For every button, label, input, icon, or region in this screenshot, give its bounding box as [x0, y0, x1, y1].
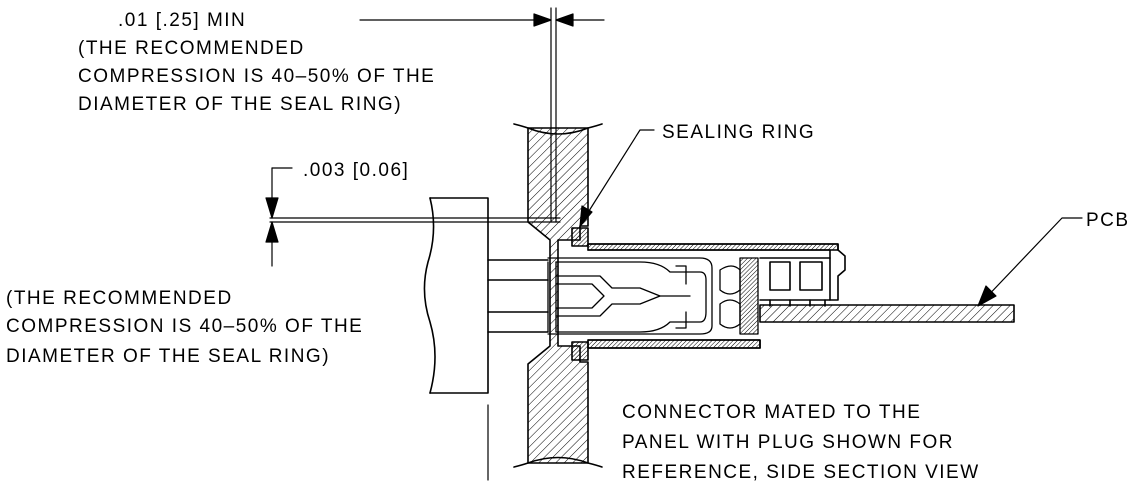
- compression-note-left-line-1: (THE RECOMMENDED: [6, 288, 233, 309]
- caption-line-1: CONNECTOR MATED TO THE: [622, 402, 921, 423]
- sealing-ring: [571, 227, 589, 361]
- caption-line-2: PANEL WITH PLUG SHOWN FOR: [622, 432, 954, 453]
- pcb-board: [759, 304, 1015, 323]
- annotation-text: .01 [.25] MIN (THE RECOMMENDED COMPRESSI…: [6, 10, 1130, 483]
- connector-housing: [587, 243, 846, 349]
- extension-lines: [269, 7, 561, 481]
- leader-sealing-ring: [579, 129, 655, 227]
- leader-pcb: [977, 217, 1083, 307]
- plug-outline: [423, 197, 549, 394]
- compression-note-top-line-2: COMPRESSION IS 40–50% OF THE: [78, 66, 435, 87]
- dimension-tolerance: [265, 167, 293, 267]
- caption-line-3: REFERENCE, SIDE SECTION VIEW: [622, 462, 980, 483]
- min-gap-label: .01 [.25] MIN: [118, 10, 246, 31]
- compression-note-left-line-3: DIAMETER OF THE SEAL RING): [6, 346, 330, 367]
- compression-note-top-line-3: DIAMETER OF THE SEAL RING): [78, 94, 402, 115]
- pcb-label: PCB: [1086, 210, 1130, 231]
- dimension-min-gap: [359, 13, 605, 27]
- sealing-ring-label: SEALING RING: [662, 122, 815, 143]
- compression-note-left-line-2: COMPRESSION IS 40–50% OF THE: [6, 316, 363, 337]
- mated-plug: [547, 257, 759, 335]
- compression-note-top-line-1: (THE RECOMMENDED: [78, 38, 305, 59]
- panel-wall: [513, 123, 603, 468]
- tolerance-label: .003 [0.06]: [303, 160, 409, 181]
